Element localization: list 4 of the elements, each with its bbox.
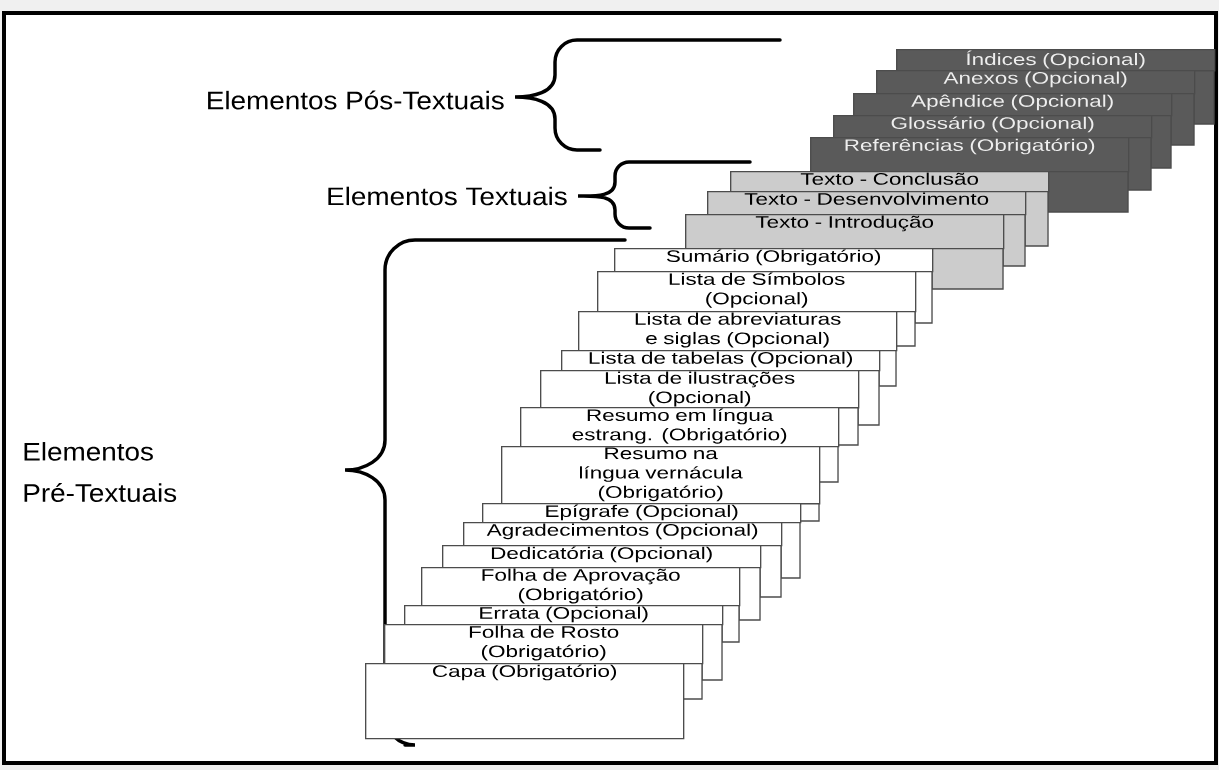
section-heading: Elementos Pré-Textuais xyxy=(24,442,177,502)
section-heading: Elementos Textuais xyxy=(328,186,567,206)
page-sheet: Capa (Obrigatório) xyxy=(365,663,685,740)
section-heading: Elementos Pós-Textuais xyxy=(208,90,504,110)
